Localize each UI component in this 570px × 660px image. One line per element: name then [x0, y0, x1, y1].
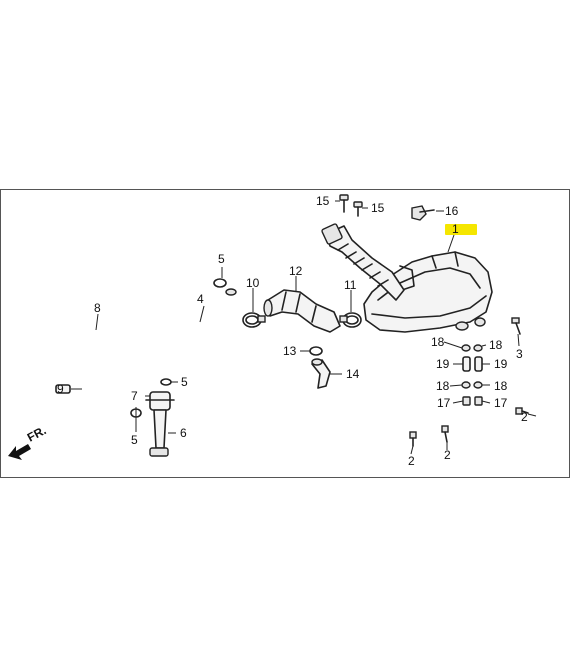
callout-5-mid: 5 — [181, 375, 188, 389]
screw-15-left — [339, 194, 349, 213]
bolt-2-right — [515, 407, 529, 415]
callout-6: 6 — [180, 426, 187, 440]
front-direction-arrow-icon — [8, 444, 31, 460]
callout-19-right: 19 — [494, 357, 508, 371]
callout-15-left: 15 — [316, 194, 330, 208]
callout-18-left-top: 18 — [431, 335, 445, 349]
grommet-set-18-19-17 — [461, 344, 483, 406]
leader-lines — [71, 200, 537, 455]
callout-18-left-bottom: 18 — [436, 379, 450, 393]
elbow-hose-14 — [311, 358, 331, 389]
intake-snorkel — [321, 223, 405, 301]
drain-tube-6 — [149, 409, 169, 457]
callout-2-left: 2 — [408, 454, 415, 468]
callout-9: 9 — [57, 382, 64, 396]
callout-5-low: 5 — [131, 433, 138, 447]
clip-16 — [411, 205, 435, 221]
callout-17-left: 17 — [437, 396, 451, 410]
callout-11: 11 — [344, 278, 357, 292]
air-cleaner-case — [363, 251, 493, 333]
callout-16: 16 — [445, 204, 459, 218]
callout-13: 13 — [283, 344, 297, 358]
bolt-2-left — [409, 431, 417, 447]
callout-12: 12 — [289, 264, 303, 278]
callout-8: 8 — [94, 301, 101, 315]
screw-15-right — [353, 201, 363, 217]
callout-17-right: 17 — [494, 396, 508, 410]
breather-hose-4 — [158, 288, 237, 378]
callout-15-right: 15 — [371, 201, 385, 215]
callout-5-top: 5 — [218, 252, 225, 266]
o-ring-13 — [309, 346, 323, 356]
callout-2-right: 2 — [521, 410, 528, 424]
connecting-tube-12 — [263, 289, 341, 333]
hose-8 — [58, 328, 114, 414]
plug-9 — [55, 384, 71, 394]
diagram-frame — [0, 189, 570, 478]
callout-labels: 1 2 2 2 3 4 5 5 5 6 7 8 9 10 11 12 13 14… — [57, 194, 528, 468]
o-ring-5-mid — [160, 378, 172, 386]
callout-14: 14 — [346, 367, 360, 381]
callout-3: 3 — [516, 347, 523, 361]
callout-4: 4 — [197, 292, 204, 306]
hose-clamp-11 — [339, 312, 362, 328]
callout-2-center: 2 — [444, 448, 451, 462]
bolt-3 — [511, 317, 521, 335]
front-label: FR. — [25, 423, 49, 444]
callout-10: 10 — [246, 276, 260, 290]
callout-19-left: 19 — [436, 357, 450, 371]
check-valve-7 — [145, 391, 175, 411]
callout-18-right-bottom: 18 — [494, 379, 508, 393]
callout-1: 1 — [452, 222, 459, 236]
o-ring-5-top — [213, 278, 227, 288]
callout-18-right-top: 18 — [489, 338, 503, 352]
hose-clamp-10 — [242, 312, 266, 328]
callout-7: 7 — [131, 389, 138, 403]
highlight-marker — [445, 224, 477, 235]
bolt-2-center — [441, 425, 449, 443]
